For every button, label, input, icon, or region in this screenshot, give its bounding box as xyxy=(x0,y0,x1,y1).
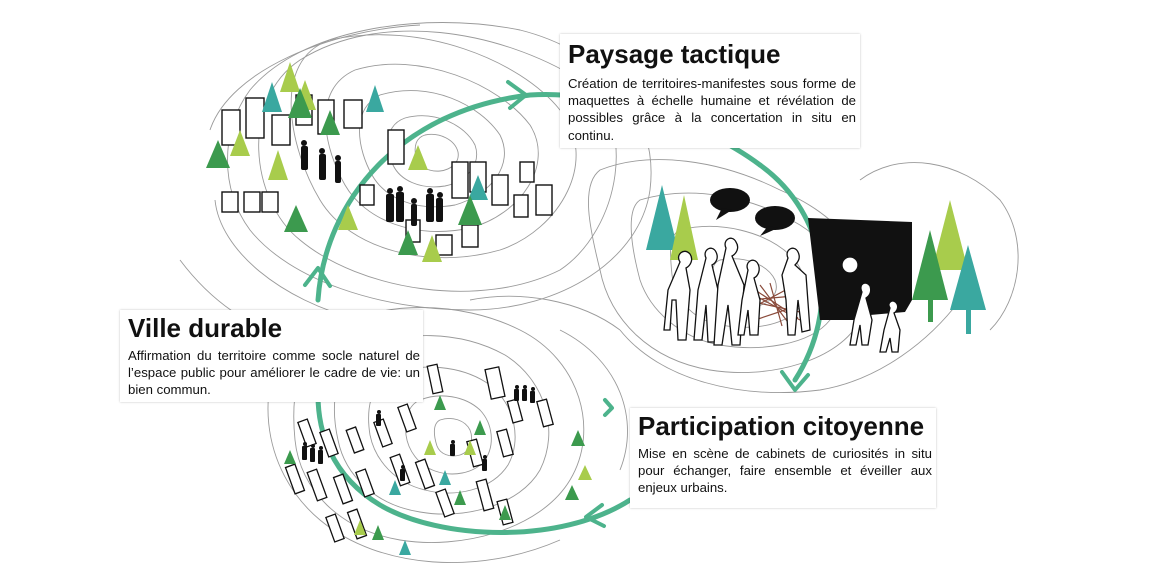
paysage-text: Création de territoires-manifestes sous … xyxy=(568,75,856,143)
speech-bubble-icon xyxy=(710,188,795,236)
paysage-tactique-card: Paysage tactique Création de territoires… xyxy=(560,34,860,148)
participation-text: Mise en scène de cabinets de curiosités … xyxy=(638,445,932,496)
black-wall xyxy=(808,218,912,320)
arrowhead-icons xyxy=(303,80,810,528)
ville-text: Affirmation du territoire comme socle na… xyxy=(128,347,420,398)
paysage-title: Paysage tactique xyxy=(568,39,781,69)
tree-icon xyxy=(206,62,986,555)
participation-citoyenne-card: Participation citoyenne Mise en scène de… xyxy=(630,408,936,508)
ville-title: Ville durable xyxy=(128,313,283,343)
participation-title: Participation citoyenne xyxy=(638,411,925,441)
person-silhouette-icon xyxy=(301,140,535,481)
ville-durable-card: Ville durable Affirmation du territoire … xyxy=(120,310,423,402)
building-slabs xyxy=(284,363,554,543)
participation-scene xyxy=(663,188,912,353)
